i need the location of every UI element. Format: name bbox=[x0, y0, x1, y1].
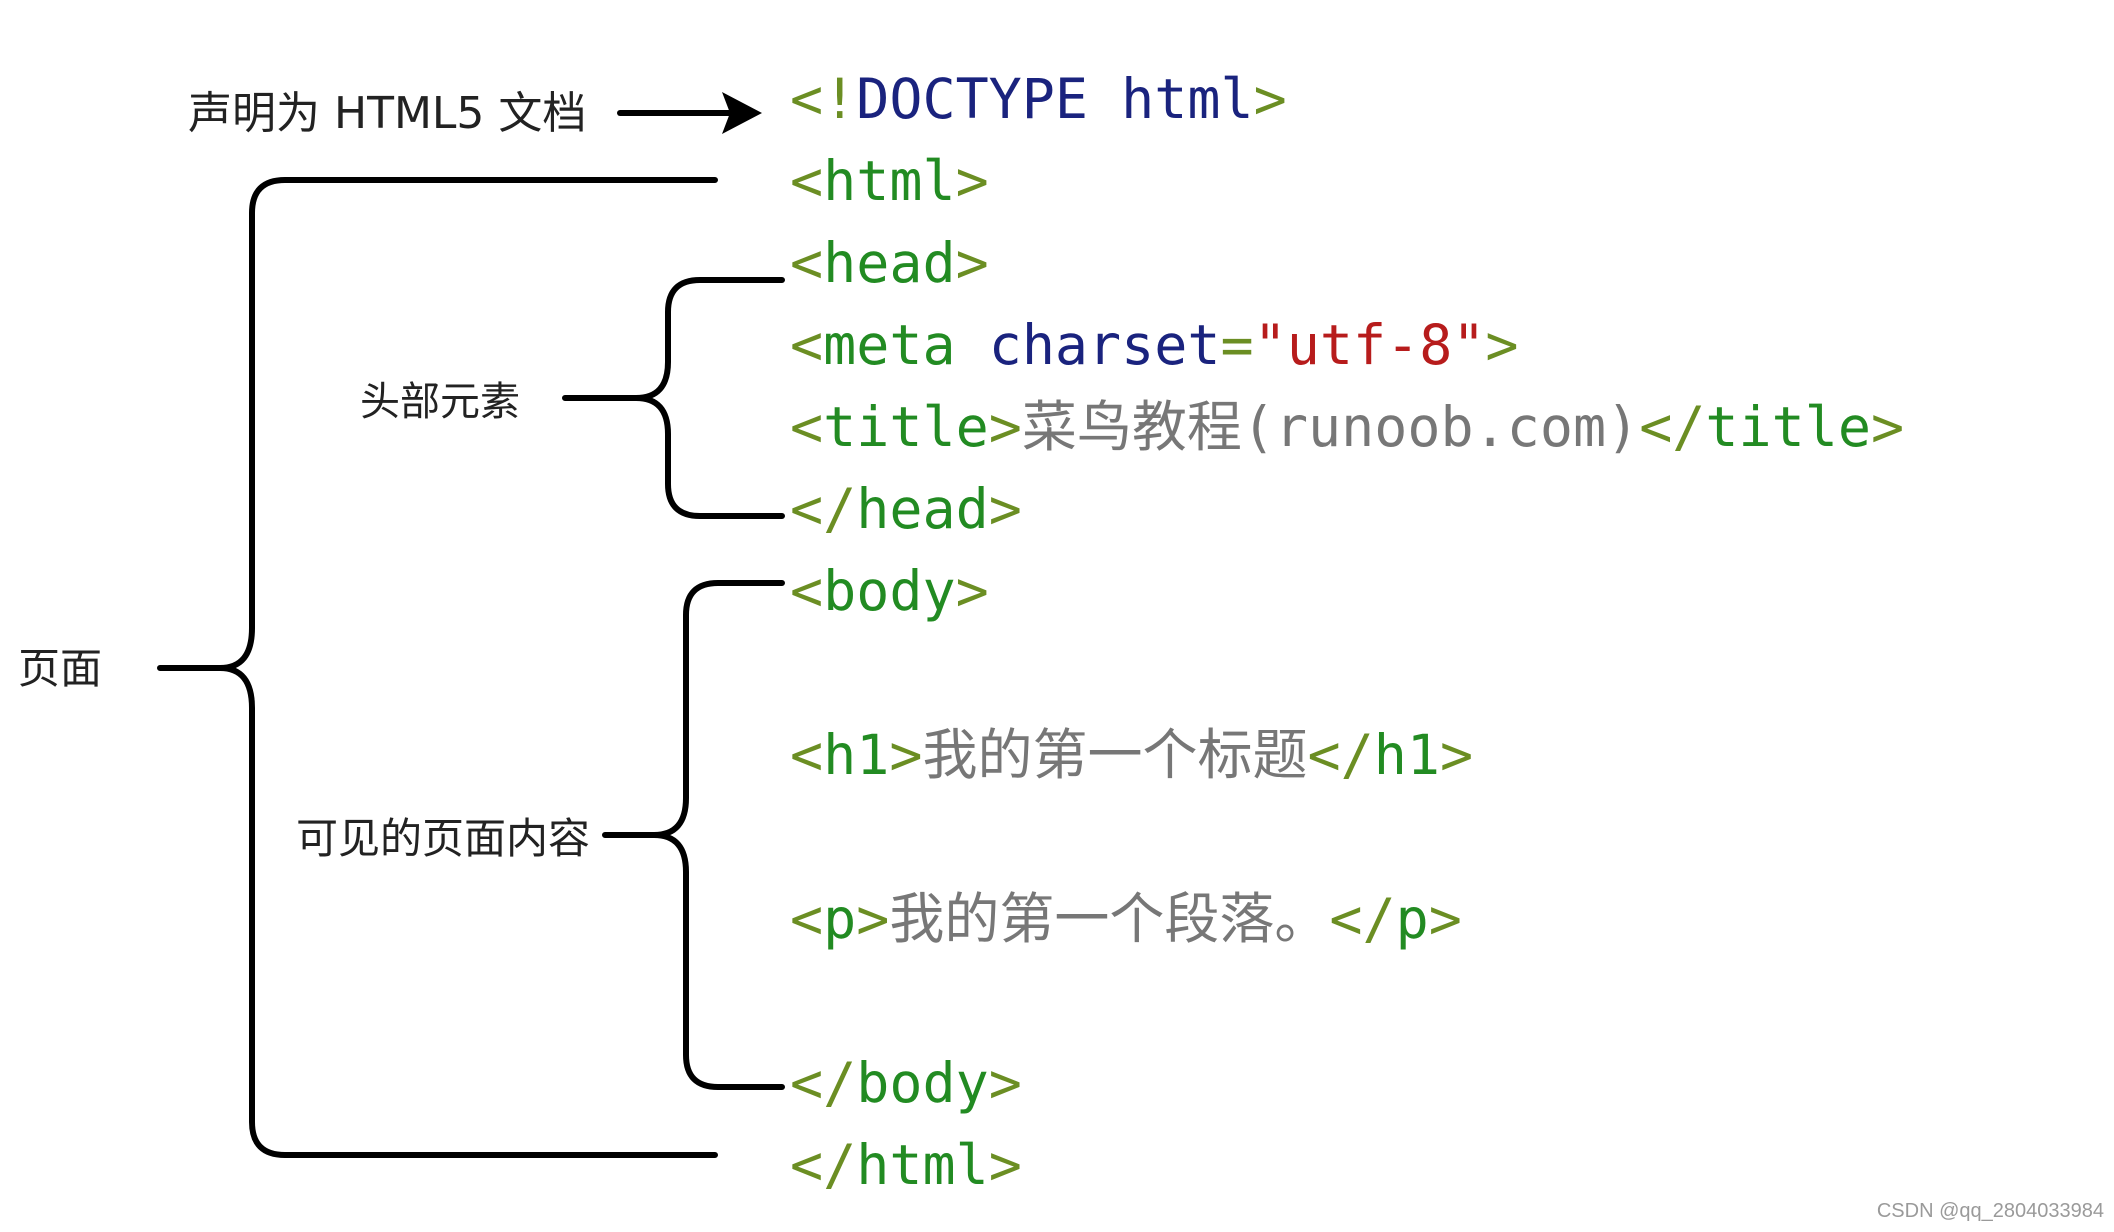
doctype-annotation: 声明为 HTML5 文档 bbox=[188, 88, 587, 139]
watermark: CSDN @qq_2804033984 bbox=[1876, 1200, 2104, 1222]
page-brace bbox=[157, 177, 718, 1158]
code-tag-name: body bbox=[823, 559, 956, 623]
code-tag-name: p bbox=[823, 887, 857, 951]
code-tag-name: head bbox=[856, 477, 989, 541]
code-space bbox=[1088, 67, 1121, 131]
code-bracket: < bbox=[790, 559, 824, 623]
code-tag-name: html bbox=[856, 1133, 989, 1197]
code-text-content: 菜鸟教程(runoob.com) bbox=[1021, 395, 1640, 459]
code-bracket: > bbox=[955, 559, 989, 623]
code-attr-value: "utf-8" bbox=[1253, 313, 1486, 377]
code-line-head-open: <head> bbox=[790, 236, 989, 291]
code-bracket: </ bbox=[790, 1133, 857, 1197]
code-bracket: > bbox=[988, 1051, 1022, 1115]
page-annotation: 页面 bbox=[18, 644, 103, 693]
code-bracket: > bbox=[955, 231, 989, 295]
code-text-content: 我的第一个标题 bbox=[922, 723, 1308, 787]
code-bracket: < bbox=[790, 149, 824, 213]
code-line-doctype: <!DOCTYPE html> bbox=[790, 72, 1287, 127]
code-bracket: > bbox=[889, 723, 923, 787]
code-tag-name: head bbox=[823, 231, 956, 295]
code-line-p: <p>我的第一个段落。</p> bbox=[790, 892, 1462, 947]
code-bracket: > bbox=[1871, 395, 1905, 459]
code-attr-name: charset bbox=[988, 313, 1221, 377]
code-line-body-open: <body> bbox=[790, 564, 989, 619]
code-line-title: <title>菜鸟教程(runoob.com)</title> bbox=[790, 400, 1904, 455]
head-brace bbox=[562, 277, 785, 519]
code-doctype-name: html bbox=[1121, 67, 1254, 131]
code-space bbox=[956, 313, 989, 377]
code-bracket: > bbox=[988, 395, 1022, 459]
code-text-content: 我的第一个段落。 bbox=[889, 887, 1330, 951]
code-bracket: < bbox=[790, 313, 824, 377]
code-tag-name: meta bbox=[823, 313, 956, 377]
code-tag-name: h1 bbox=[823, 723, 890, 787]
code-equals: = bbox=[1220, 313, 1254, 377]
code-bracket: > bbox=[955, 149, 989, 213]
code-tag-name: h1 bbox=[1373, 723, 1440, 787]
code-bracket: > bbox=[1428, 887, 1462, 951]
code-line-html-open: <html> bbox=[790, 154, 989, 209]
code-bracket: > bbox=[988, 1133, 1022, 1197]
code-bracket: > bbox=[988, 477, 1022, 541]
code-bracket: </ bbox=[1307, 723, 1374, 787]
code-line-meta: <meta charset="utf-8"> bbox=[790, 318, 1519, 373]
code-line-h1: <h1>我的第一个标题</h1> bbox=[790, 728, 1473, 783]
code-tag-name: title bbox=[823, 395, 989, 459]
code-bracket: </ bbox=[790, 1051, 857, 1115]
code-bracket: <! bbox=[790, 67, 857, 131]
body-brace bbox=[602, 580, 785, 1090]
code-bracket: > bbox=[1439, 723, 1474, 787]
code-bracket: > bbox=[1485, 313, 1519, 377]
doctype-arrow-head bbox=[722, 92, 762, 134]
code-bracket: > bbox=[856, 887, 890, 951]
code-doctype-keyword: DOCTYPE bbox=[856, 67, 1089, 131]
code-bracket: < bbox=[790, 887, 824, 951]
code-line-body-close: </body> bbox=[790, 1056, 1022, 1111]
body-annotation: 可见的页面内容 bbox=[296, 814, 591, 863]
code-tag-name: p bbox=[1395, 887, 1429, 951]
code-tag-name: html bbox=[823, 149, 956, 213]
code-tag-name: title bbox=[1705, 395, 1871, 459]
code-bracket: </ bbox=[790, 477, 857, 541]
head-annotation: 头部元素 bbox=[360, 379, 520, 425]
code-bracket: </ bbox=[1639, 395, 1706, 459]
code-line-head-close: </head> bbox=[790, 482, 1022, 537]
code-bracket: </ bbox=[1329, 887, 1396, 951]
code-bracket: > bbox=[1253, 67, 1287, 131]
code-line-html-close: </html> bbox=[790, 1138, 1022, 1193]
code-bracket: < bbox=[790, 395, 824, 459]
code-bracket: < bbox=[790, 723, 824, 787]
code-bracket: < bbox=[790, 231, 824, 295]
code-tag-name: body bbox=[856, 1051, 989, 1115]
